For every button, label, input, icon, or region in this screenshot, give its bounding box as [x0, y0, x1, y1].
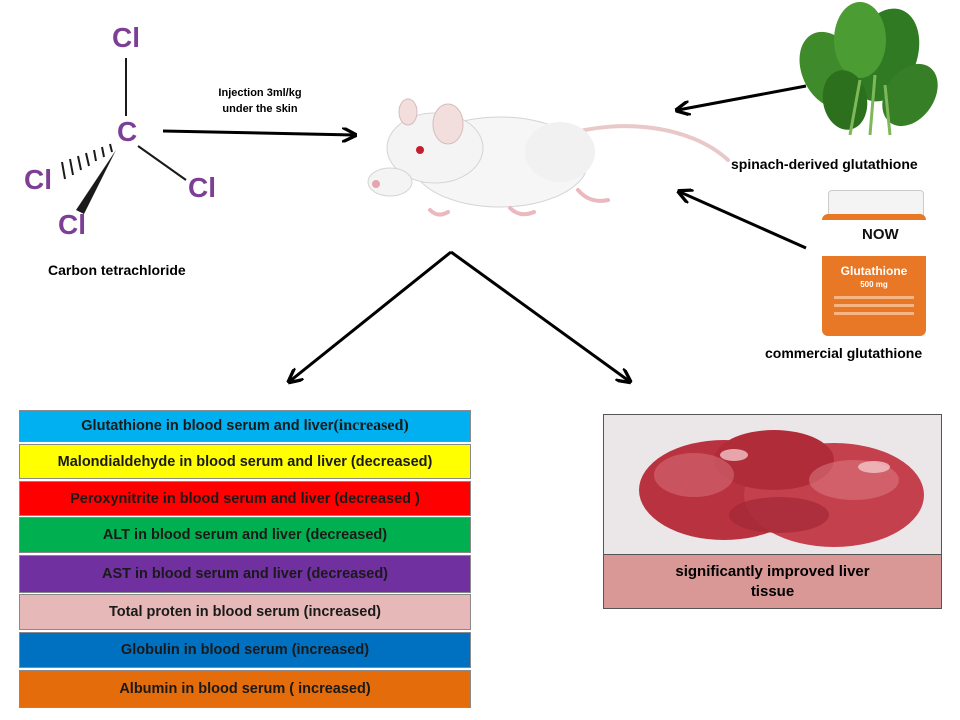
injection-note: Injection 3ml/kg under the skin	[200, 85, 320, 117]
injection-line-1: Injection 3ml/kg	[218, 87, 302, 99]
bottle-body: NOW Glutathione 500 mg	[822, 214, 926, 336]
bottle-dose: 500 mg	[860, 280, 888, 289]
molecule-bonds	[61, 58, 187, 214]
liver-photo	[603, 414, 942, 555]
result-line-1: significantly improved liver	[675, 562, 870, 580]
right-branch-arrow	[450, 250, 629, 381]
effect-text: Glutathione in blood serum and liver	[81, 418, 334, 434]
effect-malondialdehyde: Malondialdehyde in blood serum and liver…	[19, 444, 471, 479]
bottle-product: Glutathione	[840, 264, 908, 278]
bottle-brand: NOW	[862, 226, 899, 243]
effect-ast: AST in blood serum and liver (decreased)	[19, 555, 471, 593]
commercial-arrow	[680, 192, 807, 250]
effect-glutathione: Glutathione in blood serum and liver (in…	[19, 410, 471, 442]
rat-image	[367, 98, 730, 217]
effect-text: AST in blood serum and liver (decreased)	[101, 566, 389, 582]
atom-cl-left: Cl	[24, 164, 52, 195]
atom-cl-top: Cl	[112, 22, 140, 53]
glutathione-bottle: NOW Glutathione 500 mg	[820, 190, 930, 340]
effect-total-protein: Total proten in blood serum (increased)	[19, 594, 471, 630]
spinach-arrow	[678, 84, 807, 110]
effect-text: Peroxynitrite in blood serum and liver (…	[70, 490, 420, 507]
result-box: significantly improved liver tissue	[603, 554, 942, 609]
spinach-image	[799, 2, 938, 136]
result-line-2: tissue	[750, 582, 795, 600]
effect-text: Malondialdehyde in blood serum and liver…	[57, 453, 433, 470]
spinach-label: spinach-derived glutathione	[731, 156, 918, 172]
effect-text: Total proten in blood serum (increased)	[108, 604, 382, 620]
atom-c-center: C	[117, 116, 138, 147]
effect-peroxynitrite: Peroxynitrite in blood serum and liver (…	[19, 481, 471, 516]
effect-text: Albumin in blood serum ( increased)	[119, 681, 371, 697]
molecule-name: Carbon tetrachloride	[48, 262, 186, 278]
left-branch-arrow	[290, 250, 452, 381]
effect-albumin: Albumin in blood serum ( increased)	[19, 670, 471, 708]
injection-arrow	[162, 131, 354, 135]
injection-line-2: under the skin	[222, 103, 298, 115]
effect-alt: ALT in blood serum and liver (decreased)	[19, 517, 471, 553]
effect-accent: (increased)	[333, 417, 409, 434]
atom-cl-right: Cl	[188, 172, 216, 203]
effect-text: Globulin in blood serum (increased)	[120, 642, 370, 658]
atom-cl-bottom: Cl	[58, 209, 86, 240]
liver-illustration	[604, 415, 941, 554]
effect-globulin: Globulin in blood serum (increased)	[19, 632, 471, 668]
bottle-cap	[828, 190, 924, 216]
commercial-label: commercial glutathione	[765, 345, 923, 361]
effect-text: ALT in blood serum and liver (decreased)	[102, 527, 388, 543]
